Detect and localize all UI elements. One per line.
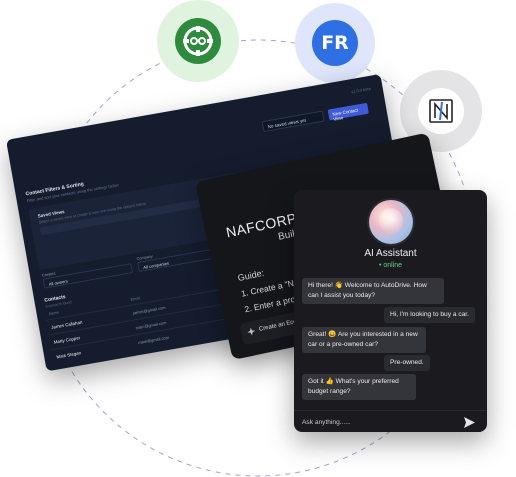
contact-name[interactable]: Mark Stegan — [56, 350, 82, 360]
column-header: Email — [130, 296, 141, 302]
assistant-message: Great! 😀 Are you interested in a new car… — [302, 327, 426, 353]
ai-assistant-chat-panel: AI Assistant • online Hi there! 👋 Welcom… — [294, 190, 487, 432]
user-message: Hi, I'm looking to buy a car. — [384, 307, 475, 323]
assistant-status: • online — [378, 262, 403, 269]
create-ecommerce-button[interactable]: Create an Ecommerce w — [239, 280, 450, 346]
green-logo-badge — [157, 0, 239, 82]
n-logo-icon — [418, 88, 464, 134]
guide-label: Guide: — [236, 267, 265, 284]
fr-logo-badge: FR — [295, 3, 375, 83]
send-icon — [463, 416, 475, 428]
assistant-avatar — [369, 200, 413, 244]
fr-logo-icon: FR — [312, 20, 358, 66]
nafcorp-builder-panel: NAFCORP Build th Guide: 1. Create a "New… — [195, 132, 466, 361]
green-gear-logo-icon — [175, 18, 221, 64]
assistant-name: AI Assistant — [364, 248, 417, 259]
version-text: v1.0.0 beta — [350, 85, 372, 95]
chat-input[interactable] — [302, 416, 452, 428]
contact-email: mark@gmail.com — [137, 334, 170, 346]
column-header: Name — [48, 310, 60, 317]
user-message: Pre-owned. — [384, 355, 430, 371]
send-button[interactable] — [462, 415, 476, 429]
chat-input-bar — [294, 410, 487, 432]
saved-view-select[interactable]: No saved views yet — [261, 110, 325, 133]
contact-name[interactable]: Marty Copper — [53, 335, 81, 345]
new-contact-view-button[interactable]: New Contact View — [327, 102, 369, 122]
sparkle-icon — [247, 327, 256, 336]
assistant-message: Hi there! 👋 Welcome to AutoDrive. How ca… — [302, 278, 444, 304]
assistant-message: Got it 👍 What's your preferred budget ra… — [302, 374, 416, 400]
